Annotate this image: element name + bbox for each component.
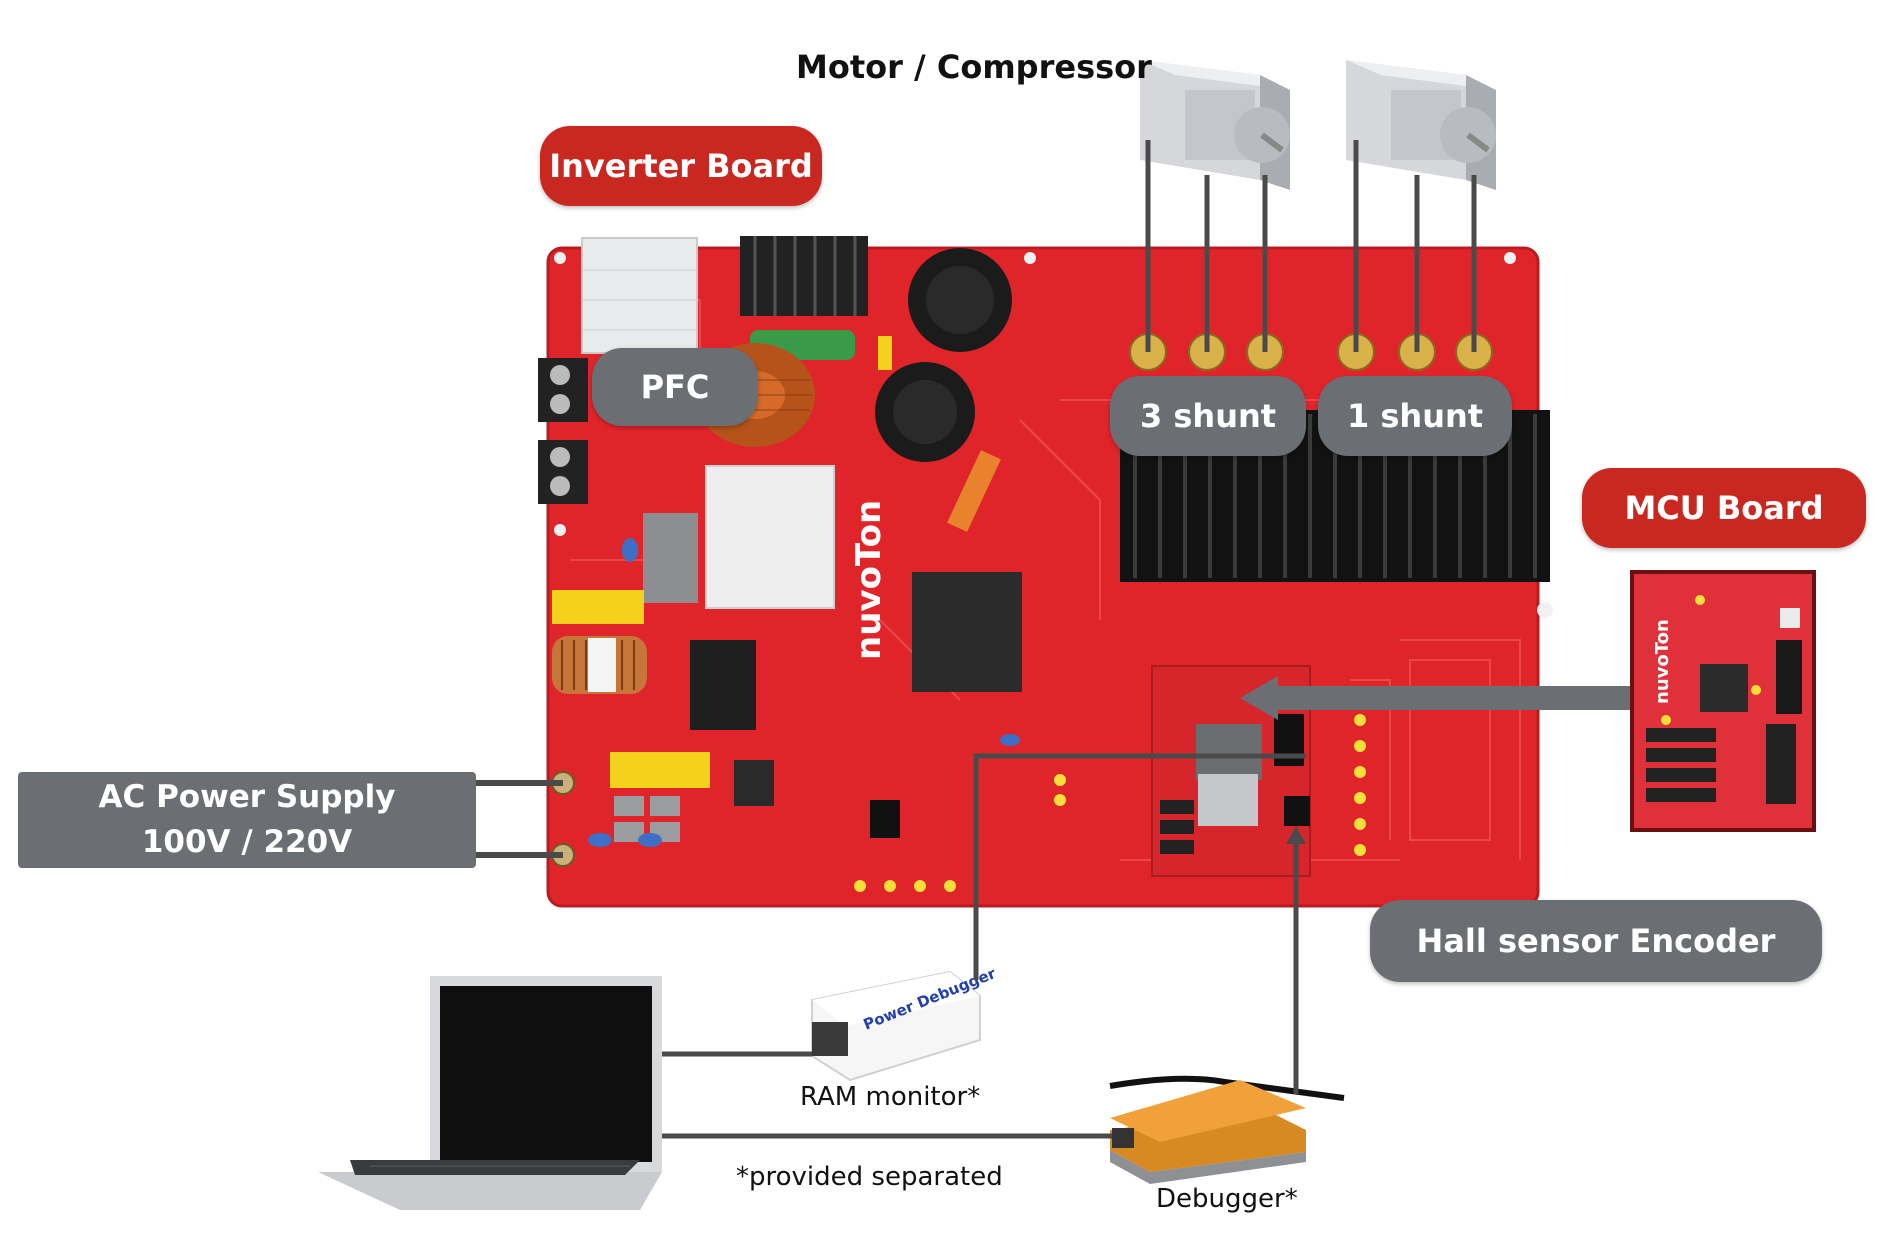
mcu-board: nuvoTon (1630, 570, 1816, 832)
debugger-device (1109, 1075, 1345, 1184)
motor-compressor-label: Motor / Compressor (796, 48, 1152, 86)
board-brand-silkscreen: nuvoTon (849, 500, 889, 660)
debugger-label: Debugger* (1156, 1184, 1298, 1214)
mcu-board-label: MCU Board (1582, 468, 1866, 548)
inverter-board-label: Inverter Board (540, 126, 822, 206)
three-shunt-label: 3 shunt (1110, 376, 1306, 456)
one-shunt-label: 1 shunt (1318, 376, 1512, 456)
mcu-to-board-arrow (1240, 676, 1630, 720)
data-cables (662, 753, 1306, 1139)
power-debugger-device: Power Debugger (811, 964, 999, 1082)
svg-text:nuvoTon: nuvoTon (1652, 619, 1673, 704)
motor-right (1346, 60, 1496, 190)
laptop (318, 976, 662, 1210)
hall-sensor-encoder-label: Hall sensor Encoder (1370, 900, 1822, 982)
ac-power-supply-voltage: 100V / 220V (141, 824, 353, 860)
ac-power-supply-label: AC Power Supply 100V / 220V (18, 772, 476, 868)
provided-separated-note: *provided separated (736, 1162, 1003, 1192)
motor-leads (1145, 140, 1477, 352)
motor-left (1140, 60, 1290, 190)
pfc-label: PFC (592, 348, 758, 426)
inverter-board: nuvoTon (538, 236, 1553, 908)
ram-monitor-label: RAM monitor* (800, 1082, 981, 1112)
ac-power-wires (476, 780, 563, 858)
ac-power-supply-title: AC Power Supply (98, 779, 396, 816)
